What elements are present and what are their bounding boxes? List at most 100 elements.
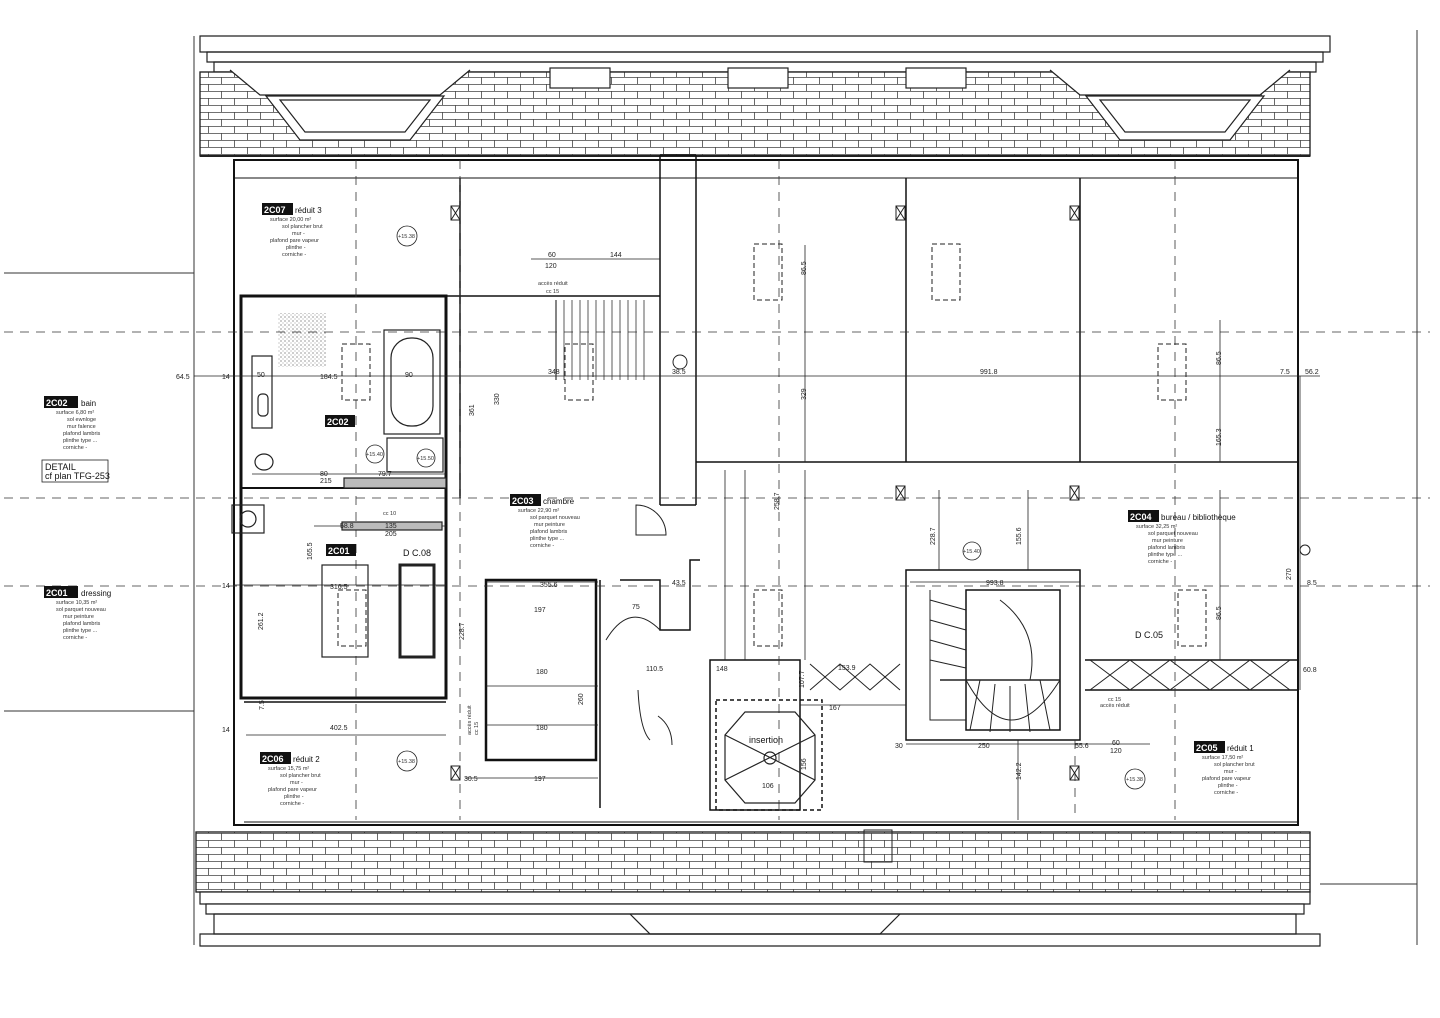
- legend-dressing-line: plafond lambris: [63, 621, 101, 627]
- dimension: 993.8: [986, 580, 1004, 587]
- room-line: surface 20,00 m²: [270, 217, 311, 223]
- room-reduit1: 2C05 réduit 1 surface 17,50 m² sol planc…: [1194, 741, 1255, 796]
- room-line: mur -: [290, 780, 303, 786]
- dimension: 64.5: [176, 374, 190, 381]
- dimension: 7.5: [259, 700, 266, 710]
- legend-dressing-line: surface 10,35 m²: [56, 600, 97, 606]
- dimension: 402.5: [330, 725, 348, 732]
- dimension: 260: [578, 693, 585, 705]
- room-line: mur peinture: [1152, 538, 1183, 544]
- cc-label: cc 15: [546, 289, 559, 295]
- room-tag: 2C01: [328, 546, 350, 556]
- dimension: 167: [829, 705, 841, 712]
- dimension: 79.7: [378, 471, 392, 478]
- room-line: corniche -: [1214, 790, 1238, 796]
- room-dressing-inner: 2C01: [326, 544, 356, 556]
- room-line: plafond pare vapeur: [270, 238, 319, 244]
- room-name: réduit 3: [295, 206, 322, 215]
- cc-label: cc 10: [383, 511, 396, 517]
- level-markers: +15.38 +15.40 +15.50 +15.40 +15.38 +15.3…: [365, 225, 1146, 790]
- dimension: 250: [978, 743, 990, 750]
- dimension: 156: [801, 758, 808, 770]
- legend-bain-line: plinthe type ...: [63, 438, 98, 444]
- dimension: 991.8: [980, 369, 998, 376]
- dimension: 90: [405, 372, 413, 379]
- dimension: 258.7: [774, 492, 781, 510]
- room-line: corniche -: [530, 543, 554, 549]
- dimension: 228.7: [459, 622, 466, 640]
- room-line: plinthe type ...: [530, 536, 565, 542]
- legend-detail: DETAIL cf plan TFG-253: [41, 459, 110, 483]
- dimension: 215: [320, 478, 332, 485]
- room-line: sol parquet nouveau: [1148, 531, 1198, 537]
- dimension: 355.6: [540, 582, 558, 589]
- room-line: surface 32,25 m²: [1136, 524, 1177, 530]
- room-chambre: 2C03 chambre surface 22,90 m² sol parque…: [510, 494, 580, 549]
- dc08-label: D C.08: [403, 548, 431, 558]
- room-line: mur peinture: [534, 522, 565, 528]
- access-label: accès réduit: [1100, 703, 1130, 709]
- room-name: bureau / bibliothèque: [1161, 513, 1236, 522]
- staircase-left: [555, 300, 645, 380]
- room-line: mur -: [1224, 769, 1237, 775]
- dimension: 8.5: [1307, 580, 1317, 587]
- dimension: 14: [222, 374, 230, 381]
- dimension: 180: [536, 669, 548, 676]
- room-line: plinthe -: [1218, 783, 1238, 789]
- level-marker: +15.38: [398, 759, 415, 765]
- dimension: 142.2: [1016, 762, 1023, 780]
- dimension: 120: [1110, 748, 1122, 755]
- dimension: 330: [494, 393, 501, 405]
- detail-label: DETAIL: [45, 462, 76, 472]
- room-line: corniche -: [280, 801, 304, 807]
- room-line: plafond lambris: [530, 529, 568, 535]
- dimension: 86.5: [1216, 606, 1223, 620]
- room-tag: 2C05: [1196, 743, 1218, 753]
- dimension: 14: [222, 583, 230, 590]
- room-tag: 2C04: [1130, 512, 1152, 522]
- room-bureau: 2C04 bureau / bibliothèque surface 32,25…: [1128, 510, 1236, 565]
- room-line: surface 15,75 m²: [268, 766, 309, 772]
- level-marker: +15.38: [1126, 777, 1143, 783]
- legend-dressing-line: mur peinture: [63, 614, 94, 620]
- dimension: 144: [610, 252, 622, 259]
- dimension: 120: [545, 263, 557, 270]
- room-line: corniche -: [282, 252, 306, 258]
- legend-dressing-name: dressing: [81, 589, 111, 598]
- insertion-label: insertion: [749, 735, 783, 745]
- legend-dressing: 2C01 dressing surface 10,35 m² sol parqu…: [44, 586, 111, 641]
- dimension: 30.5: [464, 776, 478, 783]
- access-label: accès réduit: [467, 705, 473, 735]
- room-reduit3: 2C07 réduit 3 surface 20,00 m² sol planc…: [262, 203, 323, 258]
- dimension: 316.5: [330, 584, 348, 591]
- dimension: 165.5: [307, 542, 314, 560]
- railings: [637, 659, 1291, 746]
- sheet-frame: [4, 30, 1418, 945]
- dimension: 38.5: [672, 369, 686, 376]
- door-swings: [605, 354, 1311, 863]
- room-name: réduit 1: [1227, 744, 1254, 753]
- dimension: 75: [632, 604, 640, 611]
- dimension: 329: [801, 388, 808, 400]
- room-line: mur -: [292, 231, 305, 237]
- dimension: 7.5: [1280, 369, 1290, 376]
- dimension: 50: [257, 372, 265, 379]
- dimension: 228.7: [930, 527, 937, 545]
- dimension: 14: [222, 727, 230, 734]
- detail-reference: cf plan TFG-253: [45, 471, 110, 481]
- legend-bain-line: sol ewnloge: [67, 417, 96, 423]
- dimension: 153.9: [838, 665, 856, 672]
- dimension: 184.5: [320, 374, 338, 381]
- dimension-texts: 60 120 144 348 38.5 991.8 7.5 56.2 64.5 …: [176, 252, 1319, 790]
- dimension: 60.8: [1303, 667, 1317, 674]
- legend-bain-line: mur falence: [67, 424, 96, 430]
- dimension: 107.7: [799, 670, 806, 688]
- room-line: plafond pare vapeur: [268, 787, 317, 793]
- dimension-lines: [194, 245, 1320, 820]
- dimension: 348: [548, 369, 560, 376]
- legend-dressing-line: sol parquet nouveau: [56, 607, 106, 613]
- cc-label: cc 15: [1108, 697, 1121, 703]
- room-line: sol plancher brut: [1214, 762, 1255, 768]
- bathroom-fixtures: [231, 313, 447, 659]
